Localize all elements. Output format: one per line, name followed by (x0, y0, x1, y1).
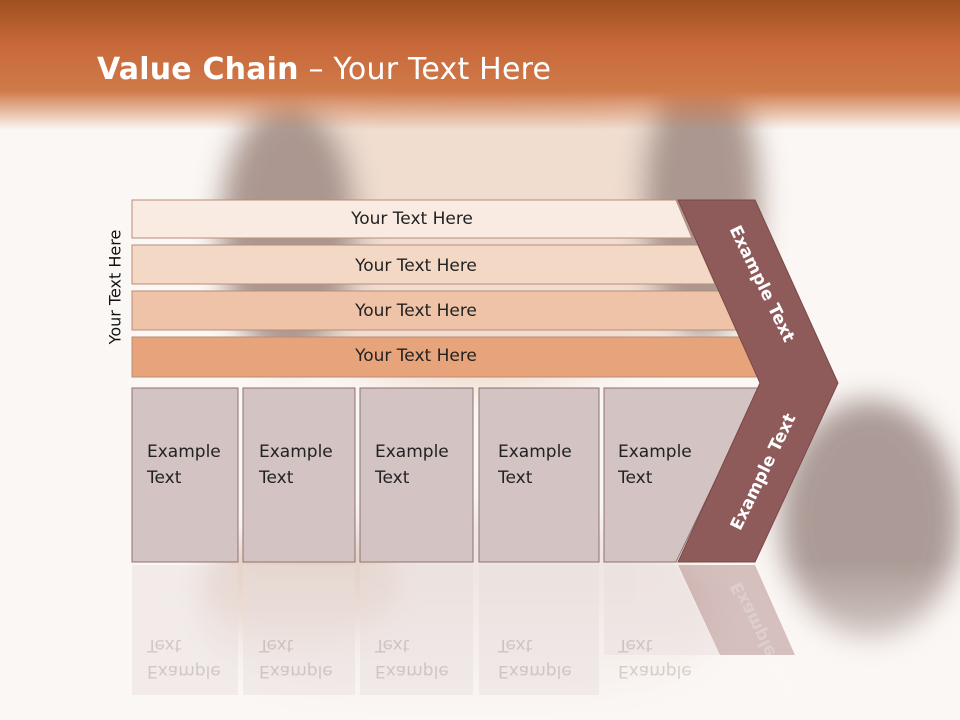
band-2-label: Your Text Here (355, 256, 477, 276)
box-1-label-reflection: Example Text (147, 635, 221, 681)
band-1-shape (131, 199, 693, 239)
box-5-shape (603, 387, 761, 563)
box-2-label-reflection: Example Text (259, 635, 333, 681)
band-3-label: Your Text Here (355, 301, 477, 321)
header-band (0, 0, 960, 130)
box-5-label: Example Text (618, 442, 692, 488)
boxes-reflection (132, 565, 720, 695)
box-4-label-reflection: Example Text (498, 635, 572, 681)
slide-title: Value Chain – Your Text Here (97, 52, 551, 87)
band-3: Your Text Here (132, 292, 700, 330)
band-4-label: Your Text Here (355, 346, 477, 366)
box-2-shape (242, 387, 356, 563)
box-2-label: Example Text (259, 442, 333, 488)
band-2-shape (131, 244, 716, 285)
title-rest: – Your Text Here (298, 52, 552, 87)
box-4-shape (478, 387, 600, 563)
chevron-shape (677, 199, 839, 563)
title-bold: Value Chain (97, 52, 299, 87)
box-5-label-reflection: Example Text (618, 635, 692, 681)
box-3-label: Example Text (375, 442, 449, 488)
box-4-label: Example Text (498, 442, 572, 488)
band-1: Your Text Here (132, 200, 692, 238)
band-4: Your Text Here (132, 337, 700, 375)
box-3-label-reflection: Example Text (375, 635, 449, 681)
box-3-shape (359, 387, 474, 563)
box-1-shape (131, 387, 239, 563)
box-1-label: Example Text (147, 442, 221, 488)
band-1-label: Your Text Here (351, 209, 473, 229)
band-2: Your Text Here (132, 247, 700, 285)
chevron-reflection (678, 565, 795, 655)
